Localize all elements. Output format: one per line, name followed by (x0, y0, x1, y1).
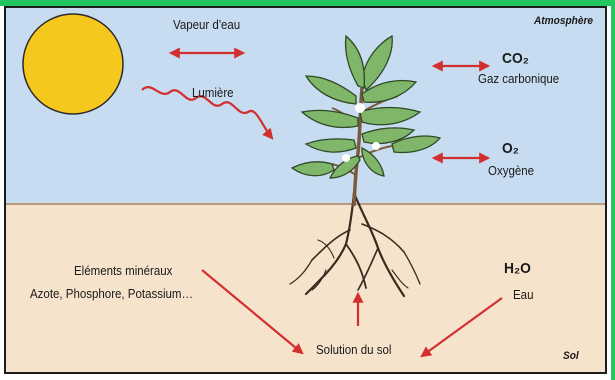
mineraux-arrow (202, 270, 302, 353)
vapeur-label: Vapeur d'eau (173, 18, 240, 32)
mineraux-label-line2: Azote, Phosphore, Potassium… (30, 287, 193, 301)
roots-icon (290, 193, 420, 296)
h2o-name: Eau (513, 288, 533, 302)
atmosphere-label: Atmosphère (534, 14, 593, 28)
plant-icon (292, 36, 440, 206)
lumiere-label: Lumière (192, 86, 234, 100)
diagram-panel: Atmosphère Sol Vapeur d'eau Lumière CO₂ … (4, 6, 607, 374)
co2-name: Gaz carbonique (478, 72, 559, 86)
o2-name: Oxygène (488, 164, 534, 178)
sun-icon (23, 14, 123, 114)
mineraux-label-line1: Eléments minéraux (74, 264, 172, 278)
co2-formula: CO₂ (502, 52, 529, 66)
right-accent-bar (611, 0, 615, 380)
h2o-formula: H₂O (504, 262, 531, 276)
h2o-arrow (422, 298, 502, 356)
solution-label: Solution du sol (316, 343, 391, 357)
o2-formula: O₂ (502, 142, 519, 156)
soil-label: Sol (563, 349, 579, 363)
